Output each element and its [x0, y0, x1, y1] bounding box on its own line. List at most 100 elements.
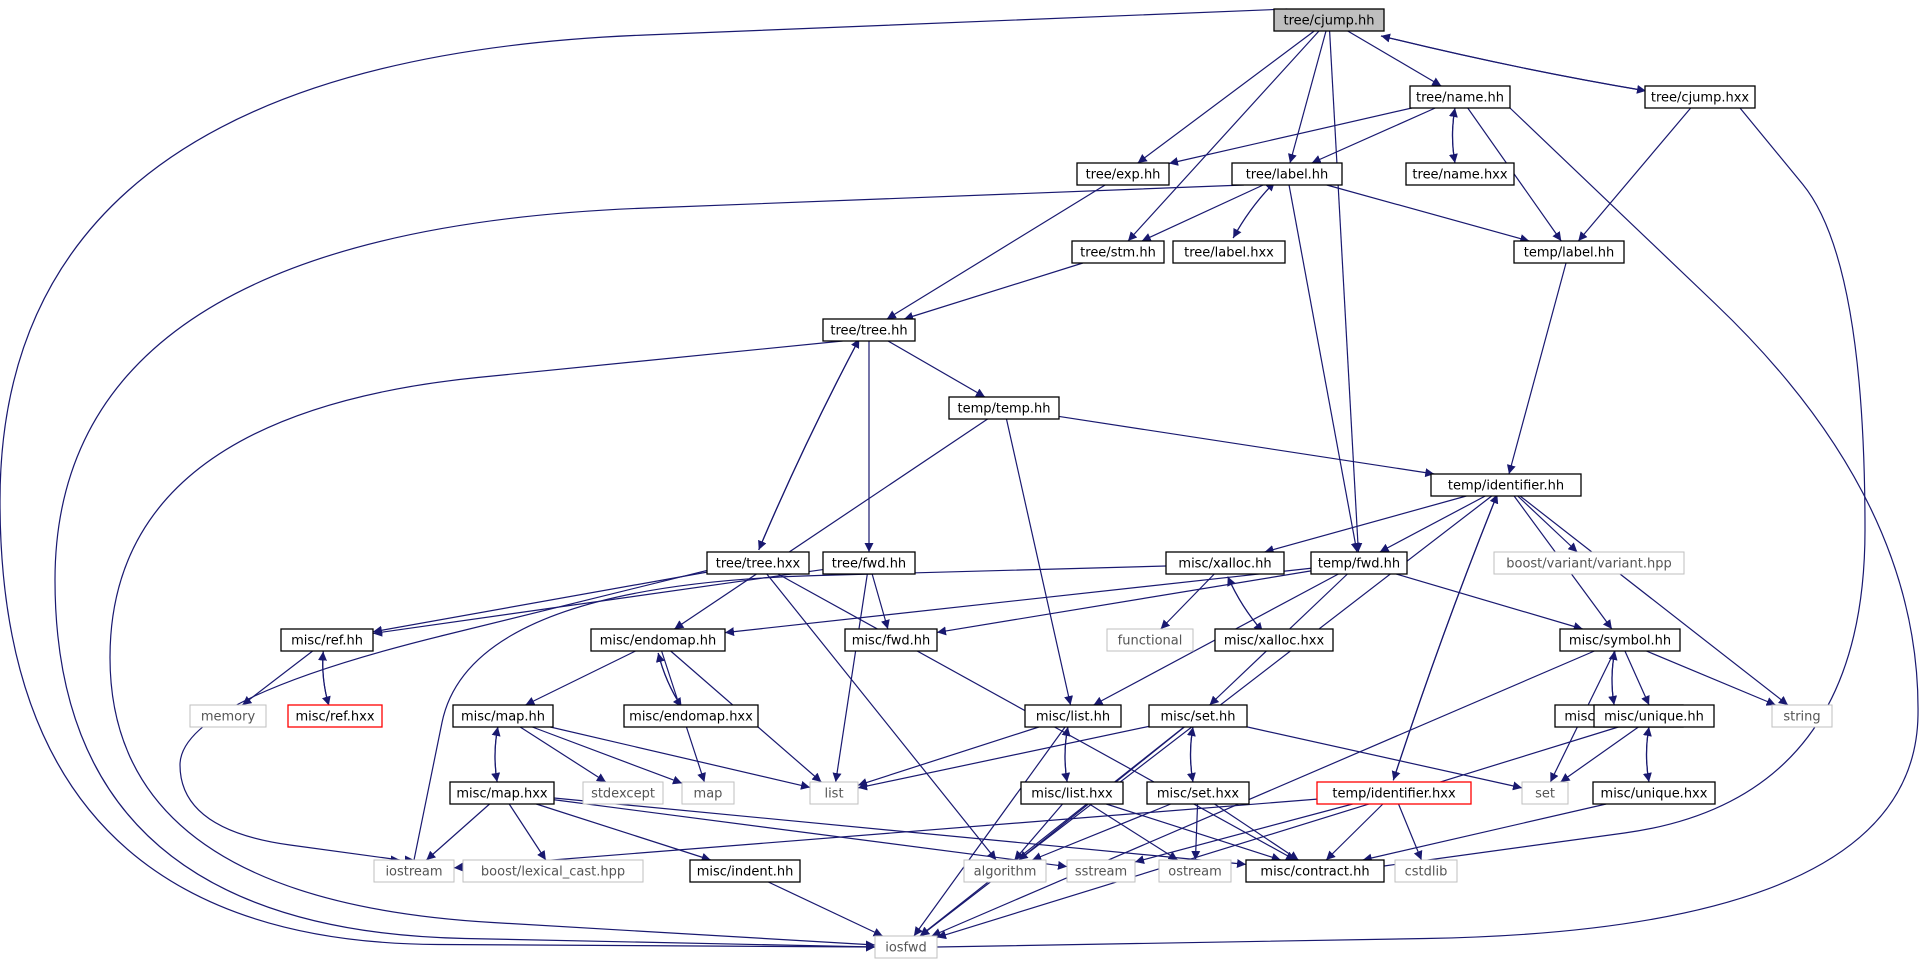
- node-label: tree/cjump.hh: [1283, 14, 1374, 29]
- node-label: memory: [201, 710, 256, 725]
- node-label: misc/endomap.hh: [600, 634, 717, 649]
- node-label-hxx[interactable]: tree/label.hxx: [1172, 240, 1286, 264]
- edge-list_hxx-to-ostream: [1089, 803, 1178, 861]
- node-exp-hh[interactable]: tree/exp.hh: [1076, 162, 1170, 186]
- node-label: misc/indent.hh: [697, 865, 794, 880]
- node-unique-hh[interactable]: misc/unique.hh: [1593, 704, 1715, 728]
- edge-label_hh-to-iosfwd: [54, 184, 1245, 952]
- edge-cjump_hxx-to-contract_hh: [1383, 107, 1866, 870]
- node-label: temp/identifier.hh: [1448, 479, 1564, 494]
- edge-map_hh-to-list: [550, 726, 811, 790]
- node-set-hh[interactable]: misc/set.hh: [1148, 704, 1248, 728]
- node-box: [1771, 704, 1833, 728]
- node-endomap-hxx[interactable]: misc/endomap.hxx: [623, 704, 759, 728]
- node-map-hxx[interactable]: misc/map.hxx: [449, 781, 555, 805]
- edge-identifier_hxx-to-identifier_hh: [1392, 494, 1499, 781]
- node-box: [1158, 859, 1232, 883]
- node-label: misc/ref.hh: [291, 634, 363, 649]
- node-label: temp/identifier.hxx: [1332, 787, 1456, 802]
- edge-tree_hxx-to-ref_hh: [372, 571, 708, 635]
- node-cjump-hh[interactable]: tree/cjump.hh: [1273, 8, 1385, 32]
- node-xalloc-hh[interactable]: misc/xalloc.hh: [1165, 551, 1285, 575]
- node-contract-hh[interactable]: misc/contract.hh: [1245, 859, 1385, 883]
- node-cjump-hxx[interactable]: tree/cjump.hxx: [1644, 85, 1756, 109]
- node-lexical-cast: boost/lexical_cast.hpp: [462, 859, 644, 883]
- node-box: [280, 628, 374, 652]
- node-box: [681, 781, 735, 805]
- edge-symbol_hh-to-unique_hh: [1624, 650, 1650, 706]
- node-tree-hxx[interactable]: tree/tree.hxx: [706, 551, 810, 575]
- node-box: [1521, 781, 1569, 805]
- node-stdexcept: stdexcept: [582, 781, 664, 805]
- node-label: temp/temp.hh: [957, 402, 1050, 417]
- node-box: [948, 396, 1060, 420]
- node-box: [1593, 704, 1715, 728]
- edge-temp_label_hh-to-identifier_hh: [1506, 262, 1567, 475]
- edge-identifier_hxx-to-cstdlib: [1397, 803, 1423, 861]
- node-iosfwd: iosfwd: [874, 935, 938, 959]
- node-set-hxx[interactable]: misc/set.hxx: [1146, 781, 1250, 805]
- node-label: set: [1535, 787, 1555, 802]
- edge-temp_hh-to-identifier_hh: [1058, 415, 1435, 478]
- node-list-hh[interactable]: misc/list.hh: [1024, 704, 1122, 728]
- node-label: misc/map.hh: [461, 710, 545, 725]
- edge-temp_fwd_hh-to-misc_fwd_hh: [936, 570, 1312, 636]
- node-label: misc/set.hh: [1160, 710, 1235, 725]
- node-ostream: ostream: [1158, 859, 1232, 883]
- node-box: [462, 859, 644, 883]
- node-ref-hh[interactable]: misc/ref.hh: [280, 628, 374, 652]
- node-box: [1405, 162, 1515, 186]
- node-list-hxx[interactable]: misc/list.hxx: [1020, 781, 1124, 805]
- node-box: [1231, 162, 1343, 186]
- node-box: [1214, 628, 1334, 652]
- edge-unique_hh-to-set: [1560, 726, 1639, 783]
- edge-tree_hh-to-temp_hh: [887, 340, 986, 398]
- node-xalloc-hxx[interactable]: misc/xalloc.hxx: [1214, 628, 1334, 652]
- node-ref-hxx[interactable]: misc/ref.hxx: [287, 704, 383, 728]
- node-tree-fwd-hh[interactable]: tree/fwd.hh: [822, 551, 916, 575]
- edge-cjump_hh-to-name_hh: [1347, 30, 1442, 87]
- node-label: cstdlib: [1405, 865, 1448, 880]
- node-endomap-hh[interactable]: misc/endomap.hh: [590, 628, 726, 652]
- node-box: [963, 859, 1047, 883]
- edge-symbol_hxx-to-symbol_hh: [1608, 650, 1618, 706]
- edge-symbol_hh-to-iosfwd: [931, 650, 1595, 937]
- node-box: [590, 628, 726, 652]
- node-label-hh[interactable]: tree/label.hh: [1231, 162, 1343, 186]
- node-name-hxx[interactable]: tree/name.hxx: [1405, 162, 1515, 186]
- edge-name_hh-to-exp_hh: [1168, 107, 1412, 166]
- node-unique-hxx[interactable]: misc/unique.hxx: [1592, 781, 1716, 805]
- node-box: [189, 704, 267, 728]
- node-box: [822, 551, 916, 575]
- node-identifier-hh[interactable]: temp/identifier.hh: [1430, 473, 1582, 497]
- node-map-hh[interactable]: misc/map.hh: [452, 704, 554, 728]
- node-indent-hh[interactable]: misc/indent.hh: [689, 859, 801, 883]
- node-temp-label-hh[interactable]: temp/label.hh: [1513, 240, 1625, 264]
- node-stm-hh[interactable]: tree/stm.hh: [1071, 240, 1165, 264]
- node-identifier-hxx[interactable]: temp/identifier.hxx: [1316, 781, 1472, 805]
- node-tree-hh[interactable]: tree/tree.hh: [822, 318, 916, 342]
- node-label: misc/unique.hh: [1604, 710, 1704, 725]
- edge-cjump_hxx-to-cjump_hh: [1380, 33, 1647, 92]
- node-label: string: [1783, 710, 1820, 725]
- node-label: algorithm: [974, 865, 1037, 880]
- edge-list_hh-to-iosfwd: [913, 726, 1066, 937]
- node-label: tree/exp.hh: [1086, 168, 1161, 183]
- node-label: map: [694, 787, 723, 802]
- node-temp-hh[interactable]: temp/temp.hh: [948, 396, 1060, 420]
- node-label: iostream: [385, 865, 442, 880]
- node-label: temp/fwd.hh: [1318, 557, 1400, 572]
- node-temp-fwd-hh[interactable]: temp/fwd.hh: [1310, 551, 1408, 575]
- node-label: temp/label.hh: [1524, 246, 1614, 261]
- node-box: [449, 781, 555, 805]
- node-symbol-hh[interactable]: misc/symbol.hh: [1559, 628, 1681, 652]
- node-box: [1146, 781, 1250, 805]
- edge-identifier_hxx-to-iostream: [453, 798, 1318, 872]
- node-misc-fwd-hh[interactable]: misc/fwd.hh: [844, 628, 938, 652]
- node-name-hh[interactable]: tree/name.hh: [1409, 85, 1511, 109]
- node-label: misc/xalloc.hh: [1178, 557, 1271, 572]
- edge-cjump_hh-to-iosfwd: [0, 8, 1288, 952]
- node-box: [623, 704, 759, 728]
- node-label: misc/fwd.hh: [852, 634, 930, 649]
